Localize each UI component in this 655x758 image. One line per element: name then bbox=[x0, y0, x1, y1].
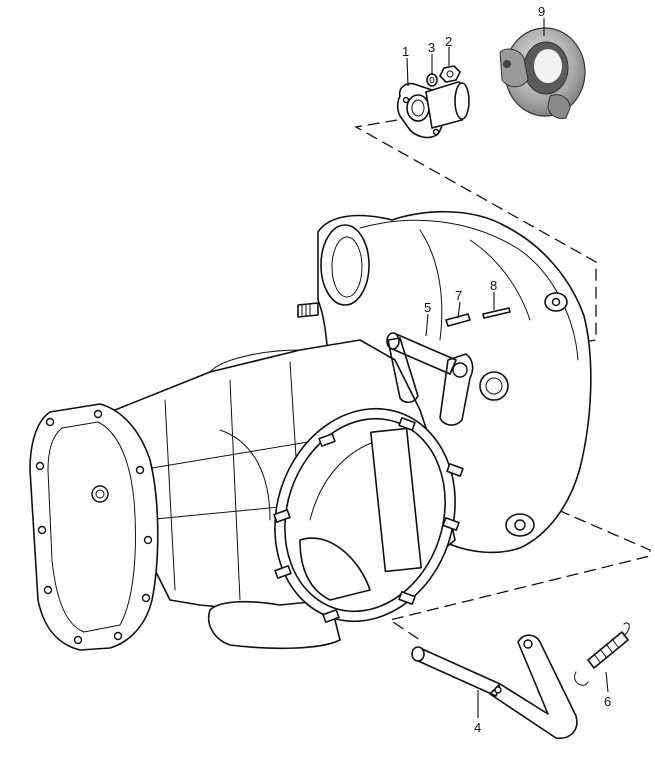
callout-8: 8 bbox=[490, 278, 497, 293]
callout-7: 7 bbox=[455, 288, 462, 303]
callout-3: 3 bbox=[428, 40, 435, 55]
flange-studs bbox=[273, 417, 464, 623]
return-spring bbox=[574, 622, 630, 686]
pin-8 bbox=[482, 307, 511, 319]
operating-shaft bbox=[411, 634, 578, 740]
pin-7 bbox=[445, 313, 471, 327]
callout-1: 1 bbox=[402, 44, 409, 59]
callout-9: 9 bbox=[538, 4, 545, 19]
release-shaft-fork bbox=[386, 332, 474, 426]
pins bbox=[445, 307, 511, 327]
washer-3 bbox=[426, 73, 438, 87]
callout-5: 5 bbox=[424, 300, 431, 315]
housing-flange-ring bbox=[274, 407, 456, 623]
callout-labels: 1 2 3 4 5 6 7 8 9 bbox=[402, 4, 611, 735]
callout-4: 4 bbox=[474, 720, 481, 735]
leader-lines bbox=[406, 18, 609, 718]
nut-2 bbox=[439, 65, 461, 83]
callout-6: 6 bbox=[604, 694, 611, 709]
guide-sleeve bbox=[396, 81, 470, 139]
release-bearing bbox=[499, 27, 586, 119]
callout-2: 2 bbox=[445, 34, 452, 49]
nut-and-washer bbox=[426, 65, 461, 87]
